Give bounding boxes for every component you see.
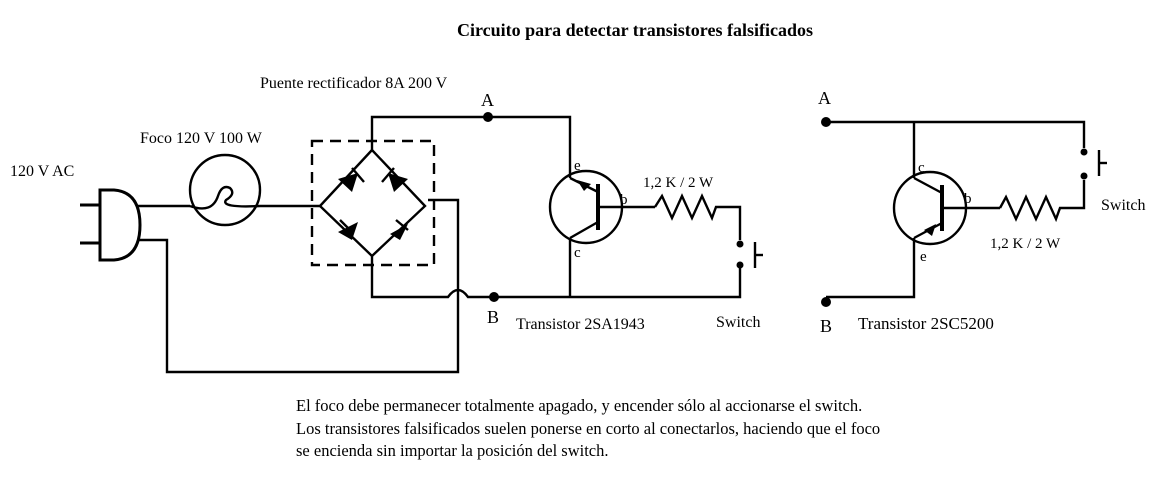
switch-right-label: Switch bbox=[1101, 197, 1145, 214]
node-a-label: A bbox=[481, 90, 494, 110]
switch-left-label: Switch bbox=[716, 314, 760, 331]
node-b-right-label: B bbox=[820, 316, 832, 336]
resistor-right-label: 1,2 K / 2 W bbox=[990, 236, 1061, 252]
node-a-right-label: A bbox=[818, 88, 831, 108]
resistor-left bbox=[653, 193, 742, 240]
wire-right-bottom bbox=[826, 238, 916, 299]
switch-right[interactable] bbox=[1080, 148, 1108, 180]
note-line: Los transistores falsificados suelen pon… bbox=[296, 418, 881, 438]
wire-bridge-a bbox=[370, 115, 572, 178]
bulb-symbol bbox=[188, 153, 262, 227]
wire-right-top bbox=[826, 120, 1086, 148]
resistor-right bbox=[998, 180, 1086, 223]
npn-transistor-label: Transistor 2SC5200 bbox=[858, 314, 994, 333]
node-b-right-dot bbox=[821, 297, 831, 307]
npn-collector-label: c bbox=[918, 160, 925, 176]
diagram-title: Circuito para detectar transistores fals… bbox=[457, 20, 813, 40]
note-line: se encienda sin importar la posición del… bbox=[296, 441, 609, 460]
pnp-emitter-label: e bbox=[574, 158, 581, 174]
node-a-dot bbox=[483, 112, 493, 122]
npn-emitter-label: e bbox=[920, 249, 927, 265]
resistor-left-label: 1,2 K / 2 W bbox=[643, 175, 714, 191]
pnp-base-label: b bbox=[620, 192, 628, 208]
switch-left[interactable] bbox=[736, 240, 764, 269]
node-b-label: B bbox=[487, 307, 499, 327]
bulb-label: Foco 120 V 100 W bbox=[140, 130, 263, 147]
pnp-transistor-symbol bbox=[548, 169, 655, 245]
node-b-dot bbox=[489, 292, 499, 302]
wire-return bbox=[137, 198, 460, 374]
rectifier-bridge bbox=[310, 139, 436, 267]
npn-transistor-symbol bbox=[892, 170, 1000, 246]
notes-block: El foco debe permanecer totalmente apaga… bbox=[296, 395, 880, 463]
npn-base-label: b bbox=[964, 191, 972, 207]
bridge-label: Puente rectificador 8A 200 V bbox=[260, 75, 448, 92]
wire-bridge-b bbox=[370, 256, 742, 299]
ac-label: 120 V AC bbox=[10, 163, 74, 180]
pnp-transistor-label: Transistor 2SA1943 bbox=[516, 316, 645, 333]
pnp-collector-label: c bbox=[574, 245, 581, 261]
ac-plug bbox=[80, 188, 142, 262]
note-line: El foco debe permanecer totalmente apaga… bbox=[296, 396, 863, 415]
